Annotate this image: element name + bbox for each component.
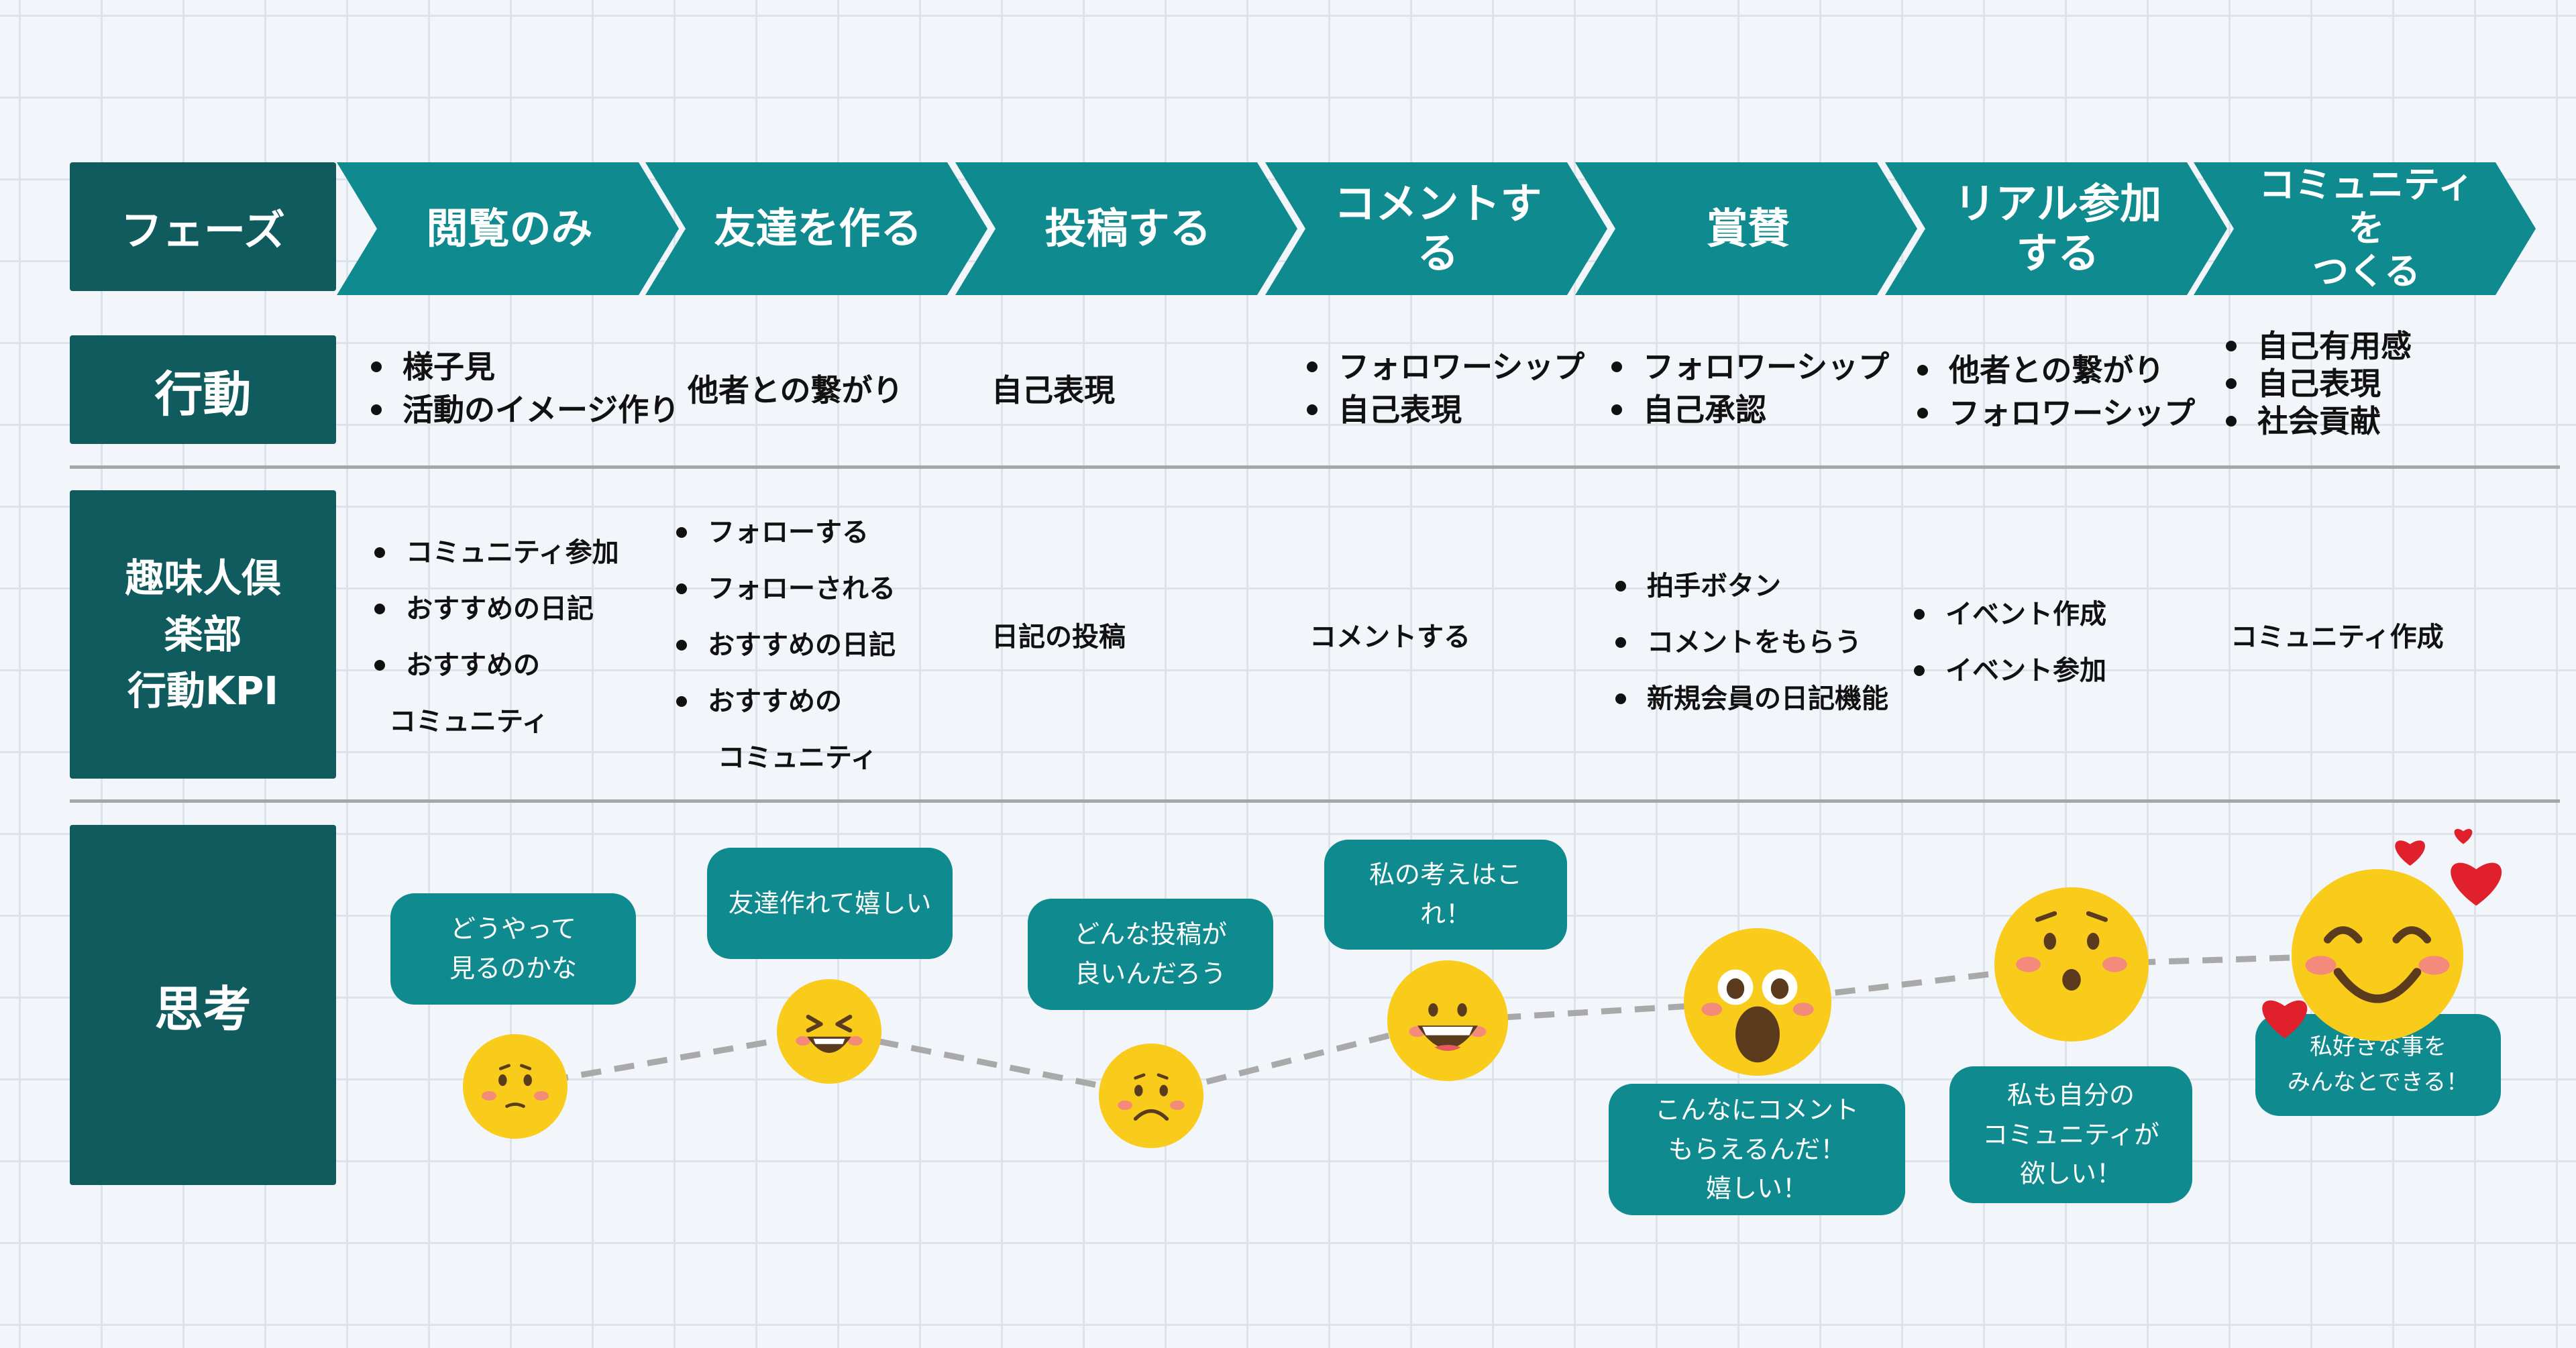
grinning-face-icon [1387, 960, 1508, 1081]
row-label-phase-text: フェーズ [121, 206, 285, 255]
phase-arrow-label: 友達を作る [714, 203, 922, 253]
kpi-item: おすすめの [369, 637, 619, 693]
phase-arrow: 投稿する [955, 162, 1297, 295]
heart-eyes-face-icon [2262, 829, 2502, 1041]
row-label-behavior-text: 行動 [154, 366, 252, 423]
behavior-item: フォロワーシップ [1301, 345, 1585, 388]
phase-arrow: リアル参加する [1885, 162, 2227, 295]
phase-arrow-label: 投稿する [1044, 203, 1212, 253]
behavior-item: 自己承認 [1606, 388, 1889, 431]
behavior-item: 他者との繋がり [1912, 349, 2195, 392]
phase-arrow-label: つくる [2312, 250, 2420, 293]
phase-arrow-label: コミュニティを [2259, 163, 2474, 249]
behavior-item: フォロワーシップ [1912, 392, 2195, 435]
thought-bubble-line: どんな投稿が [1073, 919, 1227, 950]
thought-bubble: 私の考えはこれ！ [1324, 840, 1567, 950]
thought-bubble-line: 私の考えはこれ！ [1368, 860, 1522, 929]
kpi-item: コメントする [1309, 622, 1470, 653]
kpi-item: おすすめの日記 [671, 617, 896, 673]
kpi-item: おすすめの [671, 673, 896, 730]
kpi-cell: コミュニティ参加おすすめの日記おすすめのコミュニティ [369, 524, 619, 750]
thought-bubble-line: 良いんだろう [1075, 959, 1226, 989]
kpi-cell: イベント作成イベント参加 [1909, 586, 2106, 699]
row-label-behavior: 行動 [70, 335, 336, 444]
behavior-item: 自己有用感 [2220, 327, 2412, 365]
thought-bubble: 私も自分のコミュニティが欲しい！ [1949, 1066, 2192, 1203]
row-divider [70, 799, 2560, 803]
behavior-item: 自己表現 [2220, 365, 2412, 402]
phase-arrow: コメントする [1265, 162, 1607, 295]
kpi-item-continuation: コミュニティ [718, 742, 877, 773]
thought-bubble-line: みんなとできる！ [2287, 1069, 2469, 1096]
thought-bubble-line: もらえるんだ！ [1668, 1134, 1846, 1164]
row-label-phase: フェーズ [70, 162, 336, 291]
thought-bubble-line: 欲しい！ [2019, 1159, 2122, 1189]
phase-arrow: 閲覧のみ [337, 162, 679, 295]
row-label-kpi-line: 趣味人倶 [125, 555, 281, 601]
kpi-item: フォローする [671, 504, 896, 561]
kpi-item: おすすめの日記 [369, 581, 619, 637]
thought-bubble: 友達作れて嬉しい [707, 848, 953, 959]
astonished-face-icon [1684, 928, 1831, 1076]
thought-bubble-line: コミュニティが [1982, 1119, 2159, 1149]
surprised-face-icon [1994, 887, 2149, 1042]
behavior-cell: 様子見活動のイメージ作り [366, 345, 680, 431]
row-label-thought-text: 思考 [154, 981, 252, 1037]
kpi-cell: フォローするフォローされるおすすめの日記おすすめのコミュニティ [671, 504, 896, 786]
row-label-kpi: 趣味人倶 楽部 行動KPI [70, 490, 336, 779]
behavior-cell: フォロワーシップ自己承認 [1606, 345, 1889, 431]
row-label-thought: 思考 [70, 825, 336, 1185]
phase-arrow-label: リアル参加する [1953, 178, 2162, 278]
kpi-item: 拍手ボタン [1610, 558, 1888, 614]
row-divider [70, 465, 2560, 469]
kpi-item: フォローされる [671, 561, 896, 617]
behavior-item: 他者との繋がり [688, 372, 904, 408]
kpi-cell: 日記の投稿 [991, 609, 1126, 665]
kpi-cell: コミュニティ作成 [2231, 609, 2444, 665]
behavior-item: 活動のイメージ作り [366, 388, 680, 431]
thought-bubble: こんなにコメントもらえるんだ！ 嬉しい！ [1609, 1084, 1905, 1215]
behavior-cell: 自己有用感自己表現社会貢献 [2220, 327, 2412, 440]
phase-arrow-label: コメントする [1334, 178, 1542, 278]
behavior-item: フォロワーシップ [1606, 345, 1889, 388]
thought-bubble-line: こんなにコメント [1654, 1094, 1859, 1125]
kpi-item: コミュニティ作成 [2231, 622, 2444, 653]
phase-arrow-label: 賞賛 [1706, 203, 1790, 253]
kpi-item: コメントをもらう [1610, 614, 1888, 671]
behavior-cell: 他者との繋がりフォロワーシップ [1912, 349, 2195, 435]
behavior-item: 自己表現 [1301, 388, 1585, 431]
laughing-face-icon [777, 979, 881, 1084]
phase-arrow-label: 閲覧のみ [426, 203, 593, 253]
row-label-kpi-line: 行動KPI [127, 668, 279, 714]
confused-face-icon [463, 1034, 568, 1139]
thought-bubble: どんな投稿が良いんだろう [1028, 899, 1273, 1010]
kpi-item: コミュニティ参加 [369, 524, 619, 581]
behavior-cell: フォロワーシップ自己表現 [1301, 345, 1585, 431]
behavior-item: 社会貢献 [2220, 402, 2412, 440]
kpi-item: イベント参加 [1909, 642, 2106, 699]
kpi-cell: コメントする [1309, 609, 1470, 665]
phase-arrow: 友達を作る [645, 162, 987, 295]
behavior-cell: 自己表現 [991, 369, 1115, 412]
phase-arrow: コミュニティをつくる [2194, 162, 2536, 295]
kpi-item-continuation: コミュニティ [389, 706, 549, 737]
thought-bubble-line: 私も自分の [2006, 1080, 2135, 1110]
behavior-cell: 他者との繋がり [688, 369, 904, 412]
behavior-item: 自己表現 [991, 372, 1115, 408]
phase-arrow: 賞賛 [1575, 162, 1917, 295]
kpi-item: イベント作成 [1909, 586, 2106, 642]
thought-bubble-line: 友達作れて嬉しい [728, 888, 932, 918]
row-label-kpi-line: 楽部 [164, 612, 242, 657]
sad-face-icon [1099, 1044, 1203, 1148]
kpi-item: 新規会員の日記機能 [1610, 671, 1888, 727]
thought-bubble-line: 見るのかな [449, 954, 577, 983]
behavior-item: 様子見 [366, 345, 680, 388]
thought-bubble: どうやって見るのかな [390, 893, 636, 1005]
kpi-cell: 拍手ボタンコメントをもらう新規会員の日記機能 [1610, 558, 1888, 727]
kpi-item: 日記の投稿 [991, 622, 1126, 653]
thought-bubble-line: どうやって [449, 914, 577, 944]
thought-bubble-line: 嬉しい！ [1705, 1174, 1808, 1204]
